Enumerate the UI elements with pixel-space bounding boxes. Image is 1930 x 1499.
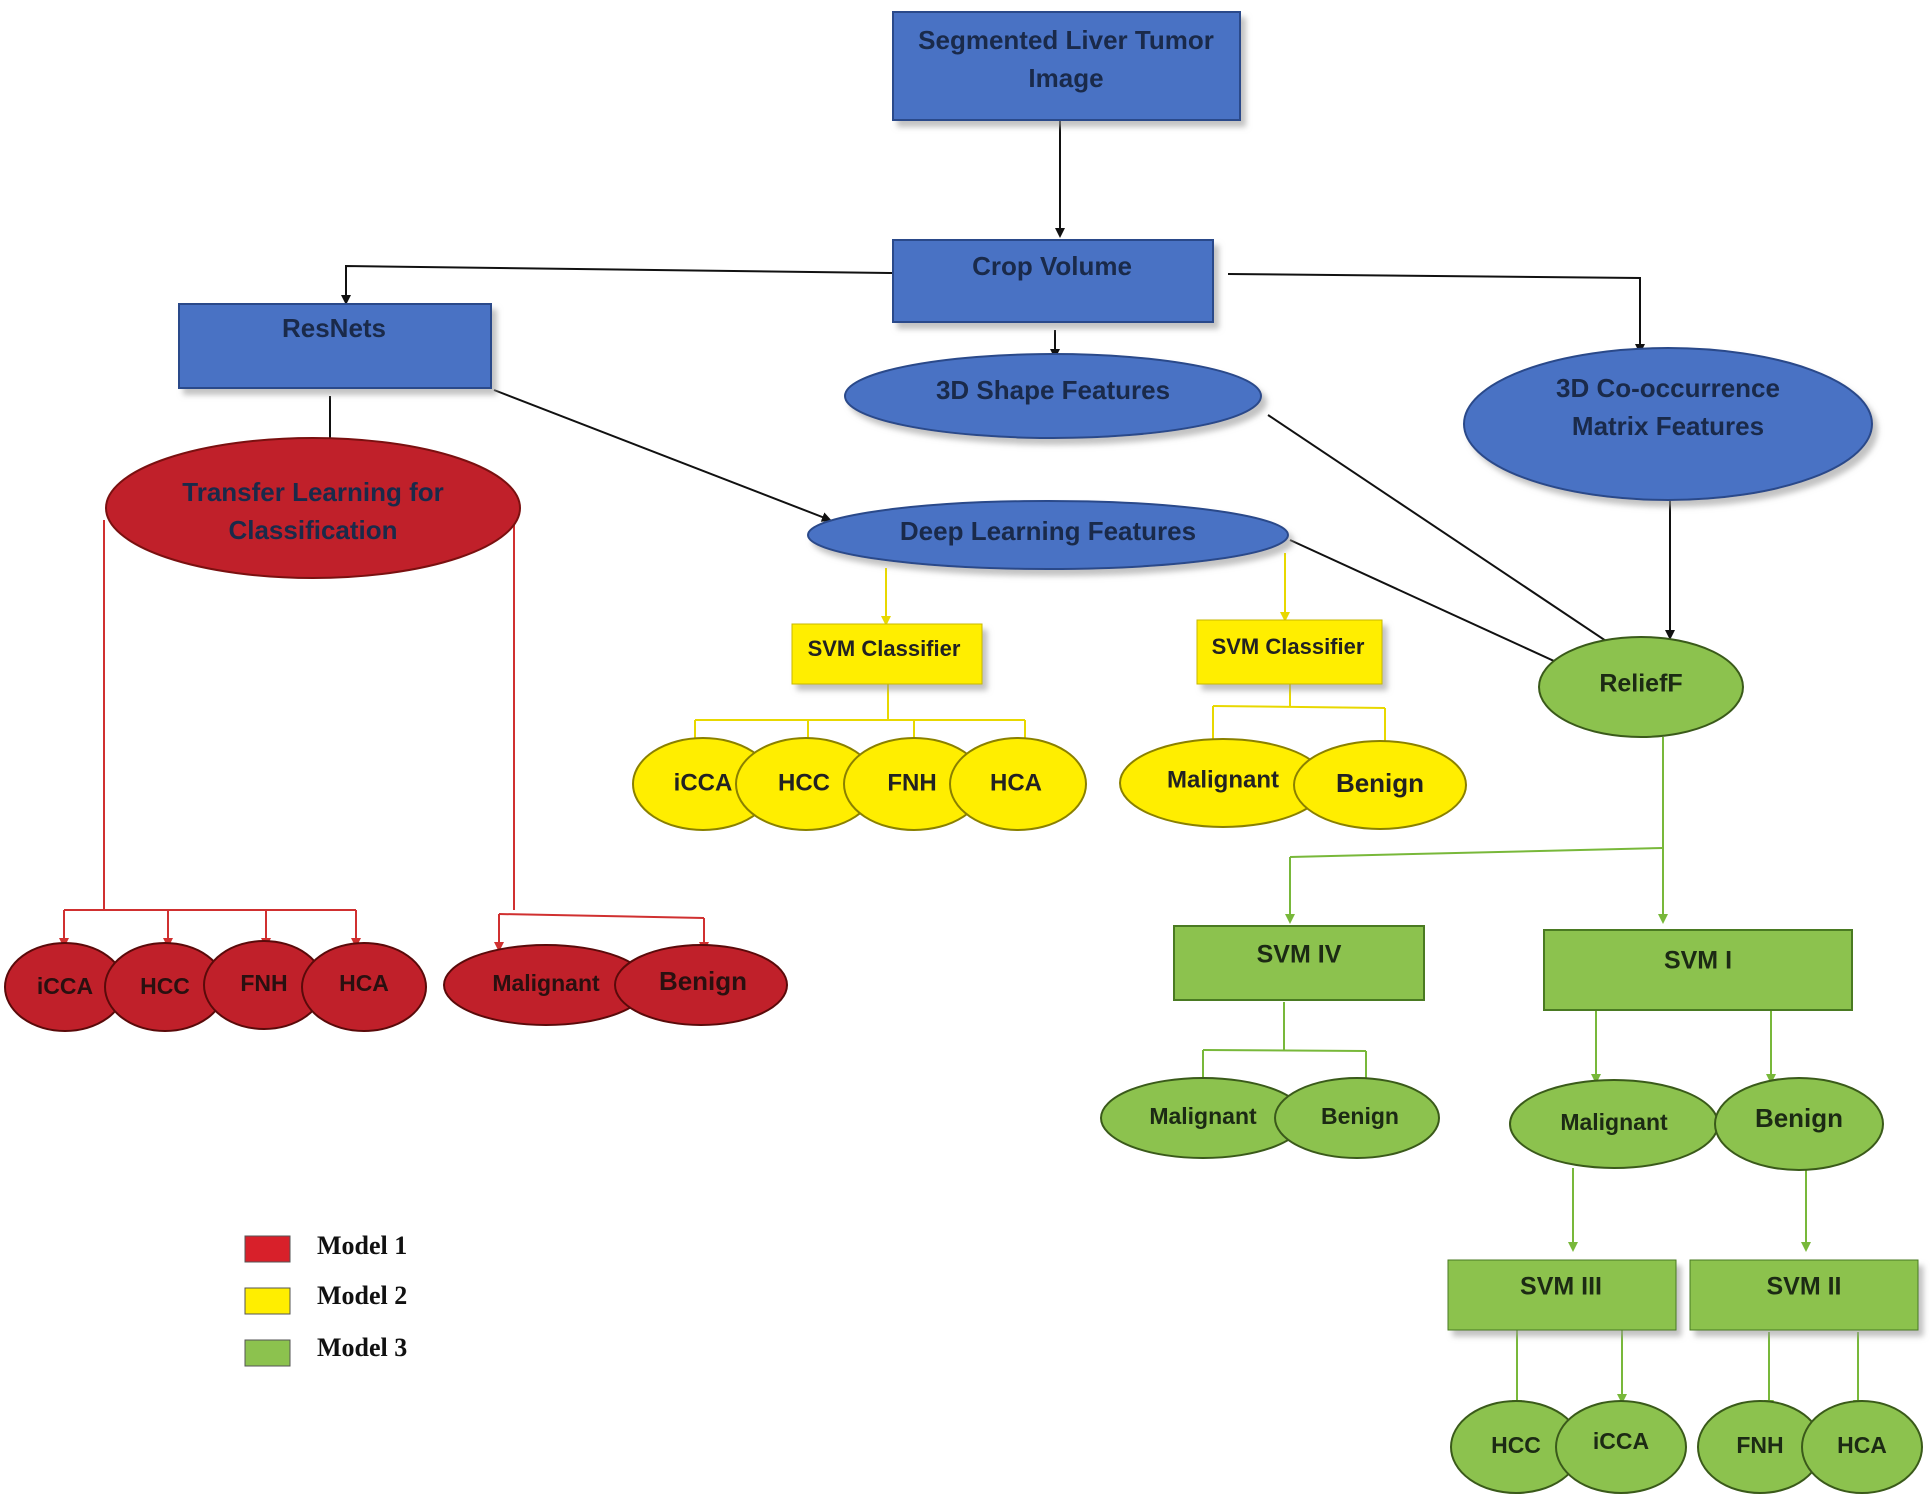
red-leaf-hcc: HCC xyxy=(140,973,190,999)
legend-swatch-model-2 xyxy=(244,1287,291,1315)
black-connectors xyxy=(325,120,1675,674)
green-ii-leaf-hca: HCA xyxy=(1837,1432,1887,1458)
node-resnets: ResNets xyxy=(178,303,492,389)
node-3d-shape-features: 3D Shape Features xyxy=(844,353,1262,439)
yellow-bus-two xyxy=(1212,705,1386,709)
node-svm-iv: SVM IV xyxy=(1173,925,1425,1001)
svm-classifier-1-label: SVM Classifier xyxy=(808,636,961,661)
edge-deep-to-relieff xyxy=(1289,539,1580,674)
red-binary-leaves: Malignant Benign xyxy=(443,944,788,1026)
svm-classifier-2-label: SVM Classifier xyxy=(1212,634,1365,659)
legend: Model 1 Model 2 Model 3 xyxy=(244,1231,407,1367)
red-leaf-malignant: Malignant xyxy=(492,970,600,996)
yellow-leaf-icca: iCCA xyxy=(674,769,733,796)
node-crop-volume: Crop Volume xyxy=(892,239,1214,323)
svm-iii-label: SVM III xyxy=(1520,1273,1602,1301)
green-ii-leaf-fnh: FNH xyxy=(1736,1432,1783,1458)
svm-iv-label: SVM IV xyxy=(1257,941,1342,969)
legend-item-model-3: Model 3 xyxy=(244,1333,407,1367)
node-relieff: ReliefF xyxy=(1538,636,1744,738)
deep-features-label: Deep Learning Features xyxy=(900,516,1196,546)
resnets-label: ResNets xyxy=(282,313,386,343)
legend-swatch-model-3 xyxy=(244,1339,291,1367)
legend-swatch-model-1 xyxy=(244,1235,291,1263)
green-i-leaf-benign: Benign xyxy=(1755,1103,1843,1133)
relieff-label: ReliefF xyxy=(1599,670,1682,698)
legend-label-model-2: Model 2 xyxy=(317,1281,407,1310)
crop-volume-label: Crop Volume xyxy=(972,251,1132,281)
transfer-line2: Classification xyxy=(228,515,397,545)
node-svm-i: SVM I xyxy=(1543,929,1853,1011)
svm-ii-label: SVM II xyxy=(1766,1273,1841,1301)
node-deep-learning-features: Deep Learning Features xyxy=(807,500,1289,570)
green-svm-ii-leaves: FNH HCA xyxy=(1697,1400,1923,1494)
node-transfer-learning: Transfer Learning for Classification xyxy=(105,437,521,579)
segmented-image-line2: Image xyxy=(1028,63,1103,93)
legend-item-model-2: Model 2 xyxy=(244,1281,407,1315)
legend-label-model-3: Model 3 xyxy=(317,1333,407,1362)
red-four-class-leaves: iCCA HCC FNH HCA xyxy=(4,940,427,1032)
svm-i-label: SVM I xyxy=(1664,947,1732,975)
node-svm-classifier-1: SVM Classifier xyxy=(791,623,983,685)
node-3d-cooccurrence-features: 3D Co-occurrence Matrix Features xyxy=(1463,347,1873,501)
green-iii-leaf-hcc: HCC xyxy=(1491,1432,1541,1458)
yellow-leaf-fnh: FNH xyxy=(887,769,936,796)
green-iii-leaf-icca: iCCA xyxy=(1593,1428,1649,1454)
red-leaf-benign: Benign xyxy=(659,966,747,996)
red-leaf-icca: iCCA xyxy=(37,973,93,999)
red-leaf-hca: HCA xyxy=(339,970,389,996)
transfer-line1: Transfer Learning for xyxy=(182,477,444,507)
edge-shape-to-relieff xyxy=(1267,414,1632,659)
cooc3d-line1: 3D Co-occurrence xyxy=(1556,373,1780,403)
green-i-leaf-malignant: Malignant xyxy=(1560,1109,1668,1135)
node-segmented-image: Segmented Liver Tumor Image xyxy=(892,11,1241,121)
segmented-image-line1: Segmented Liver Tumor xyxy=(918,25,1214,55)
green-bus-svm xyxy=(1289,847,1664,858)
node-svm-ii: SVM II xyxy=(1689,1259,1919,1331)
green-iv-leaf-malignant: Malignant xyxy=(1149,1103,1257,1129)
edge-crop-to-resnets xyxy=(341,264,894,305)
green-iv-leaf-benign: Benign xyxy=(1321,1103,1399,1129)
legend-item-model-1: Model 1 xyxy=(244,1231,407,1263)
yellow-leaf-malignant: Malignant xyxy=(1167,766,1279,793)
green-svm-iii-leaves: HCC iCCA xyxy=(1450,1400,1687,1494)
green-svm-i-leaves: Malignant Benign xyxy=(1509,1077,1884,1171)
cooc3d-line2: Matrix Features xyxy=(1572,411,1764,441)
green-svm-iv-leaves: Malignant Benign xyxy=(1100,1077,1440,1159)
green-bus-svm4 xyxy=(1202,1049,1367,1052)
yellow-binary-leaves: Malignant Benign xyxy=(1119,738,1467,830)
node-svm-classifier-2: SVM Classifier xyxy=(1196,619,1383,685)
red-connectors xyxy=(59,520,709,952)
shape3d-label: 3D Shape Features xyxy=(936,375,1170,405)
yellow-leaf-hcc: HCC xyxy=(778,769,830,796)
red-bus-two xyxy=(498,913,705,919)
node-svm-iii: SVM III xyxy=(1447,1259,1677,1331)
edge-crop-to-cooc xyxy=(1227,273,1645,354)
yellow-leaf-benign: Benign xyxy=(1336,768,1424,798)
yellow-four-class-leaves: iCCA HCC FNH HCA xyxy=(632,737,1087,831)
yellow-leaf-hca: HCA xyxy=(990,769,1042,796)
legend-label-model-1: Model 1 xyxy=(317,1231,407,1260)
red-leaf-fnh: FNH xyxy=(240,970,287,996)
edge-resnets-to-deep xyxy=(493,389,832,522)
